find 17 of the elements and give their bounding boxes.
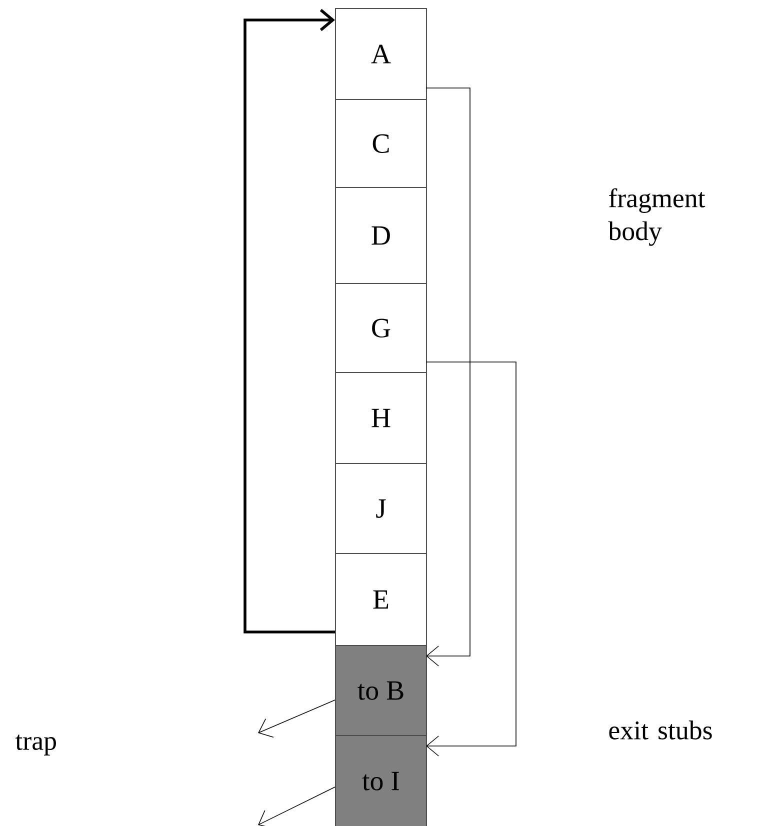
- label-text: exit stubs: [609, 720, 712, 740]
- stub-cell: to B: [335, 645, 427, 736]
- arrow: [244, 8, 335, 634]
- block-cell: E: [335, 553, 427, 646]
- arrow: [258, 786, 336, 826]
- stub-cell: to I: [335, 735, 427, 826]
- label-text: fragment body: [608, 188, 706, 246]
- arrow: [426, 88, 470, 666]
- block-cell: J: [335, 463, 427, 554]
- arrow: [258, 700, 336, 738]
- block-cell: G: [335, 283, 427, 373]
- block-cell: A: [335, 8, 427, 100]
- label-text: trap: [15, 734, 56, 756]
- block-cell: D: [335, 187, 427, 284]
- block-cell: C: [335, 99, 427, 188]
- block-cell: H: [335, 372, 427, 464]
- arrow: [426, 362, 516, 756]
